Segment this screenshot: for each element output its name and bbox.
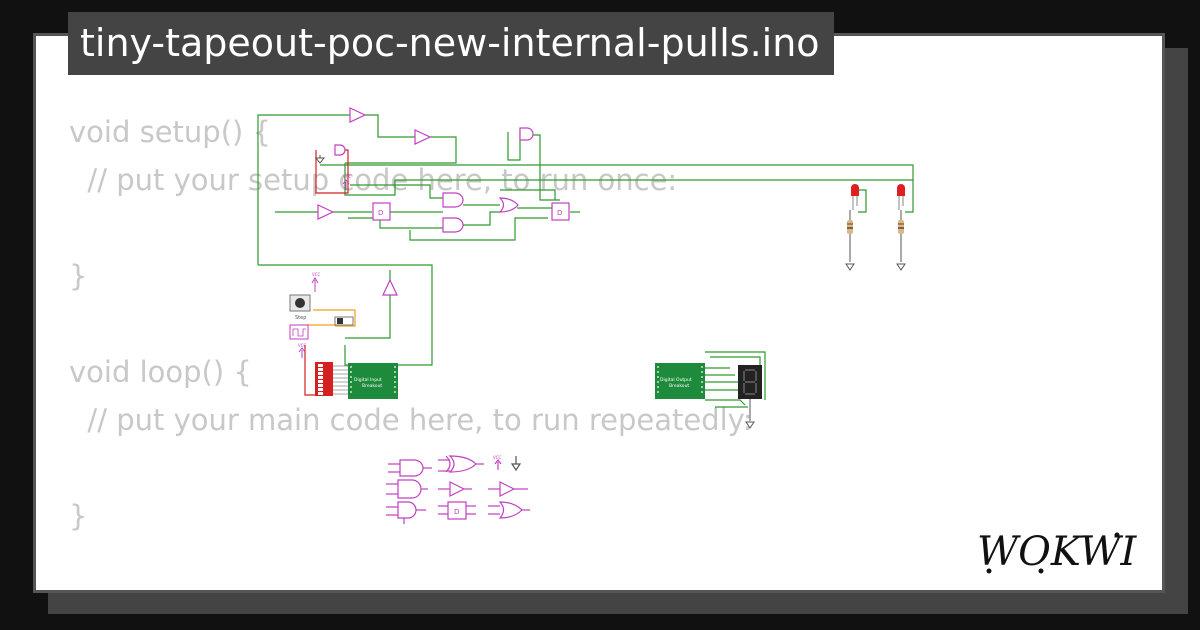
wire bbox=[348, 217, 443, 229]
palette-or-gate bbox=[498, 501, 523, 519]
output-breakout-label-2: Breakout bbox=[669, 383, 689, 389]
palette-buffer bbox=[499, 481, 516, 497]
wire bbox=[365, 114, 415, 138]
output-breakout-label-1: Digital Output bbox=[660, 377, 692, 383]
led-icon bbox=[897, 184, 905, 196]
dff-label: D bbox=[557, 209, 562, 217]
palette-mux bbox=[397, 501, 417, 519]
buffer-gate bbox=[382, 278, 398, 296]
resistor bbox=[847, 220, 853, 234]
slide-switch-knob bbox=[337, 318, 343, 324]
wire bbox=[313, 309, 356, 327]
wire bbox=[304, 345, 315, 396]
and-gate bbox=[442, 217, 464, 233]
ground-icon bbox=[845, 263, 855, 271]
code-preview: void setup() { // put your setup code he… bbox=[69, 115, 753, 533]
wire bbox=[345, 136, 457, 164]
vcc-label: VCC bbox=[343, 174, 352, 179]
dip-switch-body bbox=[315, 362, 333, 396]
and-gate bbox=[442, 192, 464, 208]
clock-generator bbox=[289, 324, 309, 340]
wire bbox=[345, 295, 391, 339]
wokwi-logo-text: WOKWI bbox=[977, 529, 1137, 575]
wokwi-logo: WOKWI bbox=[977, 529, 1137, 575]
digital-output-breakout: Digital Output Breakout bbox=[655, 363, 705, 399]
palette-and-gate bbox=[399, 459, 424, 477]
wire bbox=[320, 164, 914, 180]
vcc-arrow-icon bbox=[311, 277, 319, 292]
wire bbox=[350, 184, 443, 199]
wire bbox=[500, 189, 556, 200]
component-palette: VCC D bbox=[386, 455, 530, 524]
wire bbox=[507, 130, 521, 161]
dff-block bbox=[551, 202, 570, 221]
and-gates bbox=[334, 127, 534, 233]
dff-label: D bbox=[378, 209, 383, 217]
and-gate bbox=[519, 127, 534, 141]
palette-dff-label: D bbox=[454, 508, 459, 516]
palette-and-gate bbox=[397, 479, 422, 499]
buffer-gate bbox=[317, 204, 335, 220]
ground-icon bbox=[314, 155, 326, 164]
resistors bbox=[845, 210, 906, 271]
step-button-label: Step bbox=[295, 315, 306, 321]
input-breakout-label-2: Breakout bbox=[362, 383, 382, 389]
clock-wave-icon bbox=[292, 328, 306, 337]
and-gate bbox=[334, 144, 346, 156]
palette-dff bbox=[447, 501, 467, 520]
vcc-label: VCC bbox=[298, 343, 307, 348]
wire bbox=[344, 163, 914, 213]
led-icon bbox=[851, 184, 859, 196]
wire bbox=[705, 351, 766, 400]
wire bbox=[463, 211, 500, 226]
input-breakout-board bbox=[348, 363, 398, 399]
digital-input-breakout: Digital Input Breakout bbox=[348, 363, 398, 399]
input-breakout-label-1: Digital Input bbox=[354, 377, 382, 383]
vcc-arrow-icon bbox=[342, 179, 350, 190]
wire bbox=[409, 217, 548, 241]
power-symbols: VCC bbox=[314, 155, 352, 190]
wire bbox=[315, 149, 349, 194]
or-gate bbox=[498, 197, 519, 213]
wires bbox=[257, 114, 914, 408]
buffers bbox=[317, 107, 432, 296]
palette-ground-icon bbox=[510, 456, 522, 472]
palette-vcc-icon bbox=[494, 459, 502, 470]
dff-block bbox=[372, 202, 391, 221]
project-card: void setup() { // put your setup code he… bbox=[33, 33, 1165, 593]
wire bbox=[533, 134, 560, 201]
slide-switch bbox=[334, 316, 354, 326]
output-breakout-board bbox=[655, 363, 705, 399]
buffer-gate bbox=[414, 129, 432, 145]
buffer-gate bbox=[349, 107, 367, 123]
wire bbox=[705, 399, 746, 406]
palette-xor-gate bbox=[448, 455, 477, 473]
inputs-cluster: VCC Step VCC bbox=[289, 272, 354, 358]
ground-icon bbox=[745, 421, 755, 429]
palette-vcc-label: VCC bbox=[493, 455, 502, 460]
ground-icon bbox=[896, 263, 906, 271]
wire bbox=[257, 114, 350, 265]
wire bbox=[258, 264, 433, 366]
dip-switch bbox=[315, 362, 350, 396]
flip-flops: D D bbox=[372, 202, 570, 221]
vcc-label: VCC bbox=[312, 272, 321, 277]
wire bbox=[858, 189, 867, 213]
leds bbox=[851, 184, 905, 210]
project-title: tiny-tapeout-poc-new-internal-pulls.ino bbox=[68, 12, 834, 75]
seven-segment-display bbox=[738, 365, 762, 429]
wire bbox=[344, 345, 350, 366]
resistor bbox=[898, 220, 904, 234]
step-button-cap bbox=[295, 298, 305, 308]
palette-buffer bbox=[449, 481, 466, 497]
vcc-arrow-icon bbox=[298, 347, 306, 358]
